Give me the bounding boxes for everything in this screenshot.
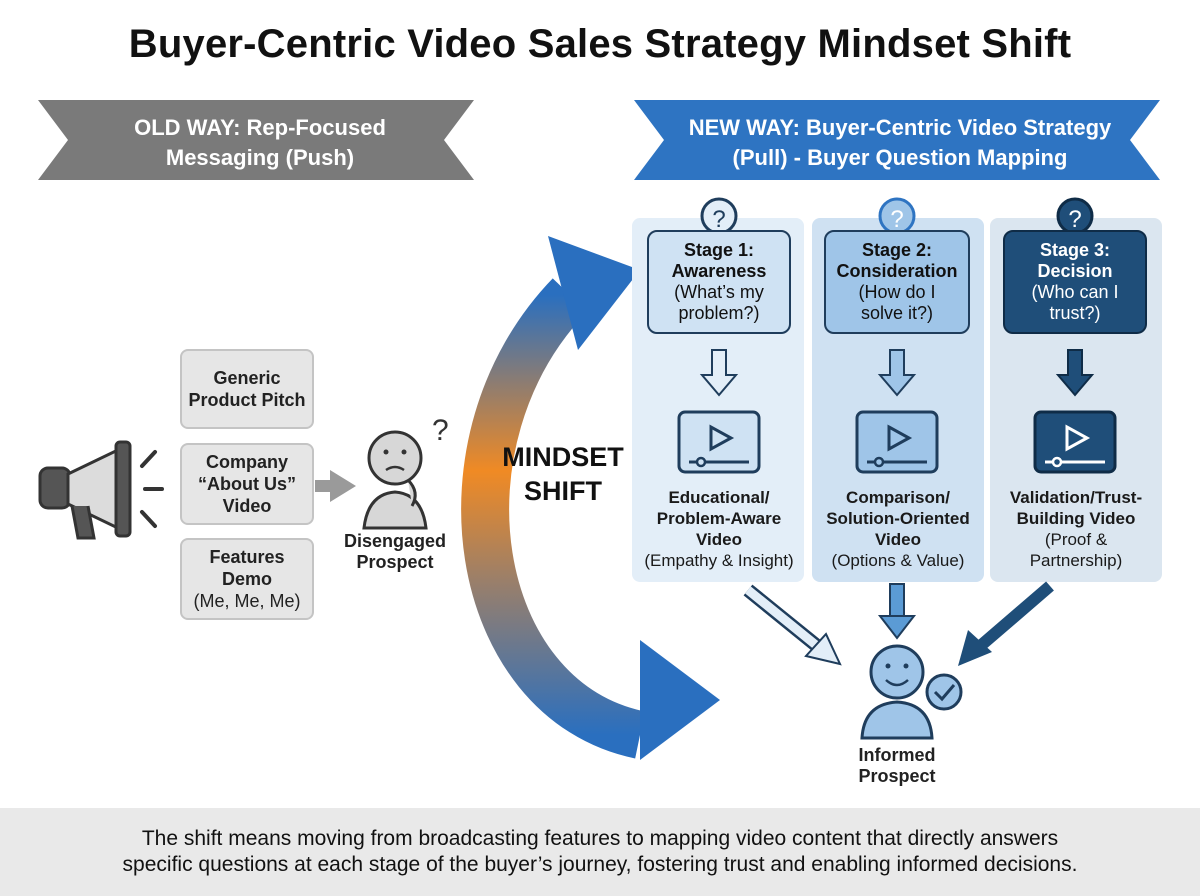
footer-band bbox=[0, 808, 1200, 896]
video-subtitle: Partnership) bbox=[1029, 551, 1123, 570]
video-title: Video bbox=[696, 530, 742, 549]
old-box-features-demo: Features Demo (Me, Me, Me) bbox=[180, 538, 314, 620]
video-title: Solution-Oriented bbox=[826, 509, 970, 528]
stage-title: Stage 3: bbox=[1039, 240, 1111, 260]
mindset-shift-arrow bbox=[461, 236, 720, 760]
question-circle-icon: ? bbox=[878, 197, 916, 235]
stage-title: Stage 2: bbox=[861, 240, 933, 260]
stage-1-video-label: Educational/ Problem-Aware Video (Empath… bbox=[634, 487, 804, 571]
prospect-label-line: Informed bbox=[858, 745, 936, 765]
gray-arrow-icon bbox=[315, 470, 356, 502]
stage-question: (How do I bbox=[858, 282, 936, 302]
arrow-to-prospect-1 bbox=[743, 584, 842, 666]
stage-1-box: Stage 1: Awareness (What’s my problem?) bbox=[647, 230, 791, 334]
new-way-banner bbox=[634, 100, 1160, 180]
stage-question: trust?) bbox=[1049, 303, 1101, 323]
disengaged-person-icon: ? bbox=[362, 414, 449, 530]
old-box-text: “About Us” bbox=[198, 474, 296, 494]
svg-text:?: ? bbox=[432, 414, 449, 447]
svg-text:?: ? bbox=[1068, 206, 1081, 233]
stage-3-video-label: Validation/Trust- Building Video (Proof … bbox=[990, 487, 1162, 571]
informed-person-icon bbox=[860, 644, 934, 740]
stage-title: Decision bbox=[1037, 261, 1113, 281]
old-way-banner-text: OLD WAY: Rep-Focused Messaging (Push) bbox=[60, 113, 460, 173]
megaphone-icon bbox=[38, 440, 164, 540]
old-box-text: (Me, Me, Me) bbox=[193, 591, 301, 611]
footer-line: The shift means moving from broadcasting… bbox=[141, 827, 1059, 850]
mindset-line: MINDSET bbox=[502, 442, 624, 472]
old-box-text: Features Demo bbox=[209, 547, 285, 589]
prospect-label-line: Prospect bbox=[356, 552, 434, 572]
stage-question: (What’s my bbox=[674, 282, 764, 302]
old-box-about-us: Company “About Us” Video bbox=[180, 443, 314, 525]
down-arrow-icon bbox=[699, 349, 739, 397]
informed-prospect-label: Informed Prospect bbox=[832, 745, 962, 787]
video-subtitle: (Options & Value) bbox=[831, 551, 965, 570]
stage-question: solve it?) bbox=[860, 303, 934, 323]
old-box-text: Video bbox=[222, 496, 272, 516]
stage-title: Awareness bbox=[671, 261, 767, 281]
video-title: Comparison/ bbox=[846, 488, 950, 507]
video-play-icon bbox=[1033, 410, 1117, 474]
down-arrow-icon bbox=[1055, 349, 1095, 397]
old-way-line1: OLD WAY: Rep-Focused bbox=[134, 115, 386, 140]
arrow-to-prospect-3 bbox=[958, 581, 1054, 666]
footer-line: specific questions at each stage of the … bbox=[122, 853, 1078, 876]
video-play-icon bbox=[855, 410, 939, 474]
page-title: Buyer-Centric Video Sales Strategy Minds… bbox=[128, 22, 1072, 66]
old-box-generic-pitch: Generic Product Pitch bbox=[180, 349, 314, 429]
video-play-icon bbox=[677, 410, 761, 474]
footer-text: The shift means moving from broadcasting… bbox=[40, 826, 1160, 878]
stage-2-video-label: Comparison/ Solution-Oriented Video (Opt… bbox=[812, 487, 984, 571]
prospect-label-line: Disengaged bbox=[343, 531, 447, 551]
arrow-to-prospect-2 bbox=[877, 583, 917, 640]
svg-text:?: ? bbox=[712, 206, 725, 233]
video-title: Validation/Trust- bbox=[1009, 488, 1143, 507]
video-title: Problem-Aware bbox=[656, 509, 782, 528]
video-title: Building Video bbox=[1016, 509, 1136, 528]
mindset-shift-label: MINDSET SHIFT bbox=[478, 440, 648, 508]
prospect-label-line: Prospect bbox=[858, 766, 936, 786]
new-way-banner-text: NEW WAY: Buyer-Centric Video Strategy (P… bbox=[650, 113, 1150, 173]
stage-question: (Who can I bbox=[1031, 282, 1119, 302]
stage-question: problem?) bbox=[678, 303, 760, 323]
new-way-line1: NEW WAY: Buyer-Centric Video Strategy bbox=[688, 115, 1112, 140]
old-way-banner bbox=[38, 100, 474, 180]
new-way-line2: (Pull) - Buyer Question Mapping bbox=[732, 145, 1068, 170]
video-subtitle: (Empathy & Insight) bbox=[644, 551, 794, 570]
down-arrow-icon bbox=[877, 349, 917, 397]
svg-text:?: ? bbox=[890, 206, 903, 233]
old-box-text: Generic bbox=[213, 368, 281, 388]
question-circle-icon: ? bbox=[1056, 197, 1094, 235]
checkmark-icon bbox=[925, 673, 963, 711]
mindset-line: SHIFT bbox=[524, 476, 602, 506]
video-title: Educational/ bbox=[668, 488, 770, 507]
stage-3-box: Stage 3: Decision (Who can I trust?) bbox=[1003, 230, 1147, 334]
stage-title: Stage 1: bbox=[683, 240, 755, 260]
old-box-text: Company bbox=[205, 452, 288, 472]
stage-2-box: Stage 2: Consideration (How do I solve i… bbox=[824, 230, 970, 334]
stage-title: Consideration bbox=[836, 261, 958, 281]
old-box-text: Product Pitch bbox=[188, 390, 306, 410]
video-subtitle: (Proof & bbox=[1044, 530, 1108, 549]
video-title: Video bbox=[875, 530, 921, 549]
disengaged-prospect-label: Disengaged Prospect bbox=[330, 531, 460, 573]
old-way-line2: Messaging (Push) bbox=[165, 145, 355, 170]
question-circle-icon: ? bbox=[700, 197, 738, 235]
